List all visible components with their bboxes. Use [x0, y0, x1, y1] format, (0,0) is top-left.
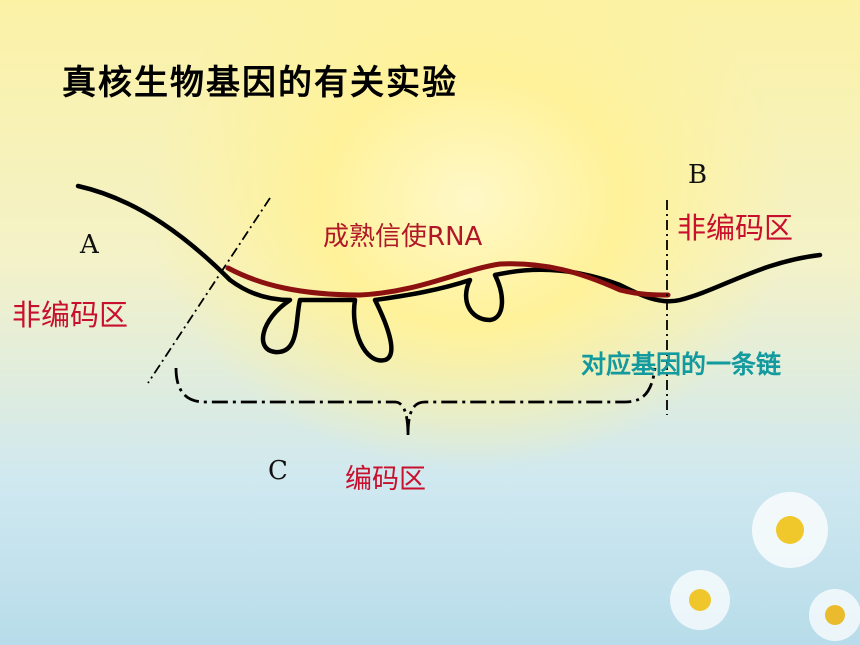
gene-strand-line: [75, 183, 823, 363]
label-a: A: [80, 230, 99, 260]
label-c: C: [268, 456, 288, 486]
mature-mrna-line: [225, 261, 671, 298]
slide-title: 真核生物基因的有关实验: [62, 63, 458, 103]
coding-region-label: 编码区: [345, 464, 426, 495]
mature-mrna-label: 成熟信使RNA: [323, 222, 483, 252]
daisy-decoration: [670, 492, 860, 641]
noncoding-region-left-label: 非编码区: [12, 298, 129, 332]
boundary-line-left: [147, 197, 271, 384]
coding-region-brace: [174, 367, 657, 436]
gene-strand-label: 对应基因的一条链: [581, 350, 782, 379]
noncoding-region-right-label: 非编码区: [677, 211, 794, 245]
label-b: B: [688, 160, 708, 190]
